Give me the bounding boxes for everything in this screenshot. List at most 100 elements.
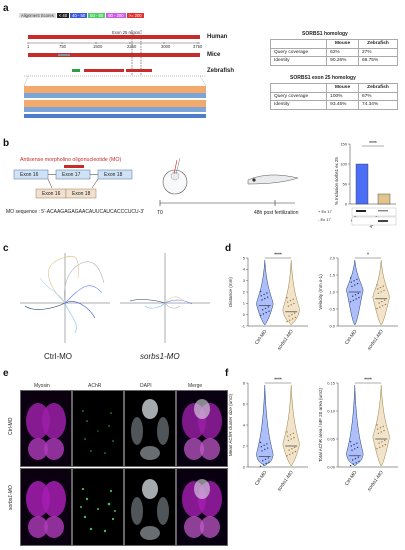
gel-band: [356, 210, 366, 212]
data-point: [293, 302, 295, 305]
data-point: [354, 284, 356, 286]
y-tick-label: 3: [243, 278, 246, 283]
data-point: [287, 435, 289, 437]
panel-label-f: f: [225, 368, 229, 379]
column-dapi: DAPI: [140, 383, 152, 389]
y-tick-label: 2: [243, 289, 246, 294]
injection-timeline: [159, 157, 299, 206]
gel-lane-top: [351, 207, 397, 217]
data-point: [291, 452, 294, 454]
y-tick-label: 0: [345, 201, 348, 206]
table-cell: 93.45%: [326, 100, 359, 110]
data-point: [267, 457, 269, 459]
y-axis-label: Total AChR area / MF 20 area (um2): [318, 388, 323, 463]
ruler-tick-4: 3000: [161, 44, 171, 49]
data-point: [352, 295, 354, 297]
data-point: [264, 307, 267, 310]
micrograph-achr-sorbs1: [72, 468, 124, 546]
ruler-tick-5: 3750: [193, 44, 203, 49]
x-tick-label: Ctrl-MO: [254, 328, 269, 345]
y-tick-label: 4: [243, 422, 246, 427]
bar-1: [377, 193, 391, 205]
x-tick-label: sorbs1-MO: [366, 328, 385, 351]
data-point: [349, 277, 352, 279]
x-tick-label: sorbs1-MO: [276, 328, 295, 351]
data-point: [352, 459, 354, 461]
data-point: [351, 449, 353, 451]
x-tick-label: sorbs1-MO: [276, 469, 295, 492]
data-point: [356, 442, 358, 444]
data-point: [263, 293, 265, 296]
table-header: Zebrafish: [357, 39, 399, 49]
data-point: [377, 428, 379, 430]
data-point: [262, 309, 264, 311]
data-point: [290, 304, 292, 306]
data-point: [377, 432, 380, 435]
trajectory-label-ctrl: Ctrl-MO: [44, 352, 72, 361]
data-point: [353, 280, 355, 282]
y-tick-label: 1.0: [329, 289, 335, 294]
sig-label: ****: [364, 378, 372, 384]
data-point: [352, 463, 355, 465]
x-tick-label: Ctrl-MO: [344, 469, 359, 486]
y-axis-label: Distance (mm): [228, 277, 233, 307]
sig-label: ****: [274, 378, 282, 384]
timeline-end: 48h post fertilization: [254, 210, 299, 216]
data-point: [288, 315, 290, 317]
y-axis-label: Velocity (mm.s-1): [318, 274, 323, 310]
y-tick-label: 50: [343, 181, 348, 186]
data-point: [291, 318, 294, 320]
data-point: [376, 424, 378, 426]
data-point: [289, 299, 292, 302]
trajectory-label-sorbs1: sorbs1-MO: [140, 352, 180, 361]
data-point: [293, 436, 295, 439]
panel-label-b: b: [3, 138, 10, 149]
table-header: Zebrafish: [357, 83, 399, 93]
table-row: Query coverage 100% 67%: [269, 91, 399, 102]
data-point: [378, 442, 380, 444]
data-point: [286, 455, 288, 457]
table-row: Mouse Zebrafish: [269, 83, 399, 93]
data-point: [292, 432, 294, 435]
data-point: [260, 446, 262, 448]
data-point: [356, 446, 359, 449]
data-point: [350, 445, 352, 447]
data-point: [349, 464, 352, 467]
micrograph-merge-sorbs1: [176, 468, 228, 546]
sorbs1-homology-table: Mouse Zebrafish Query coverage 62% 27% I…: [269, 39, 399, 66]
data-point: [262, 464, 265, 466]
panel-label-a: a: [3, 3, 9, 14]
data-point: [384, 303, 387, 306]
table-cell: 67%: [357, 91, 399, 102]
data-point: [376, 284, 378, 286]
x-tick-label: sorbs1-MO: [366, 469, 385, 492]
y-tick-label: 4: [243, 267, 246, 272]
data-point: [349, 441, 352, 443]
data-point: [358, 460, 360, 463]
data-point: [261, 299, 263, 301]
legend-item-3: 80 - 200: [106, 13, 126, 18]
data-point: [349, 301, 352, 303]
data-point: [264, 458, 267, 460]
data-point: [382, 285, 384, 287]
bar-0: [355, 163, 369, 205]
legend-item-0: < 40: [56, 13, 70, 18]
alignment-legend: Alignment Scores < 40 40 - 50 50 - 80 80…: [19, 13, 144, 18]
timeline-start: T0: [157, 210, 163, 216]
sig-label: ****: [369, 141, 377, 147]
data-point: [262, 313, 265, 315]
y-tick-label: 0: [243, 464, 246, 469]
ruler-tick-2: 1500: [93, 44, 103, 49]
data-point: [262, 460, 264, 462]
spliced-exon-16-label: Exon 16: [42, 191, 61, 197]
table-cell: Identity: [269, 100, 328, 110]
data-point: [381, 300, 383, 303]
exon-17-label: Exon 17: [62, 172, 81, 178]
data-point: [287, 301, 289, 303]
table-cell: 62%: [326, 47, 359, 58]
y-tick-label: 0.00: [327, 464, 336, 469]
row-ctrl-mo: Ctrl-MO: [8, 417, 14, 436]
panel-label-c: c: [3, 243, 9, 254]
